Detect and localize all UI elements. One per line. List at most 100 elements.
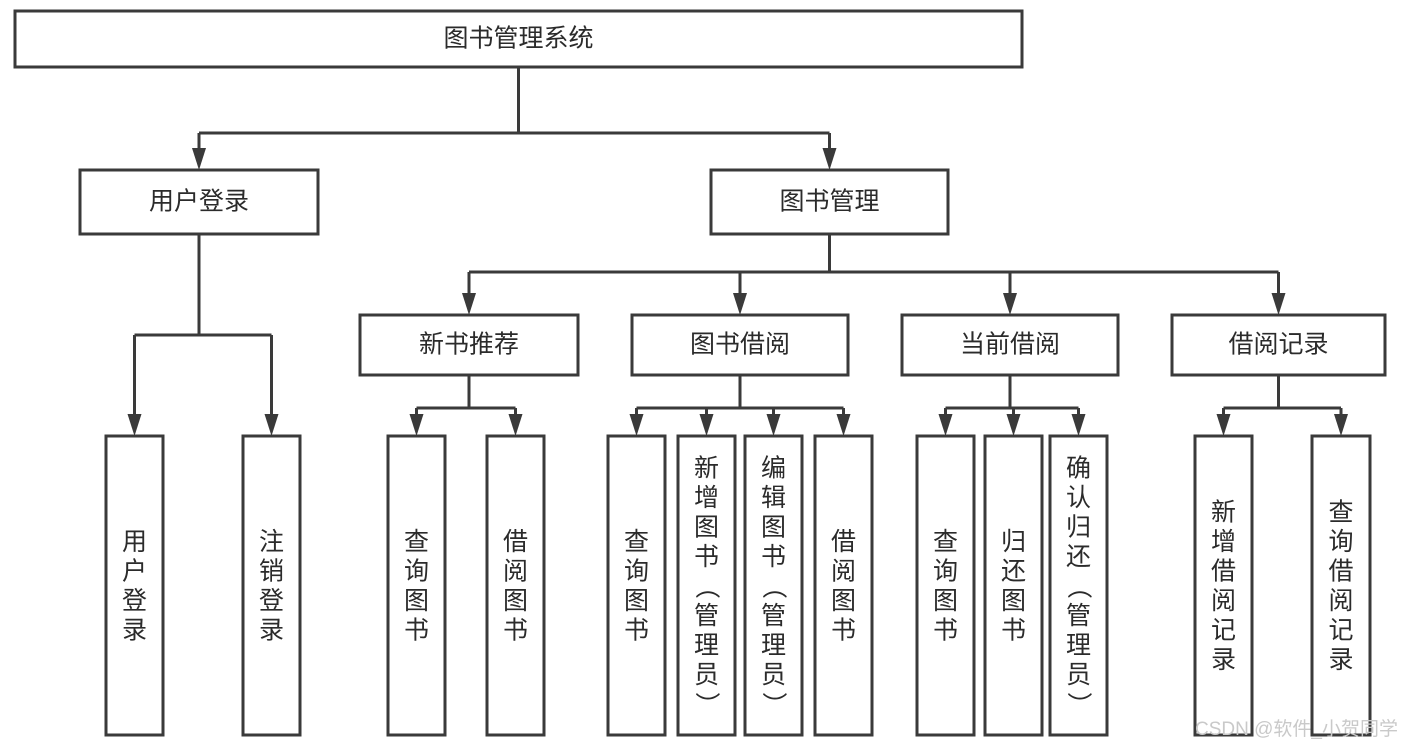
svg-text:询: 询 <box>933 558 958 586</box>
node-borrow-record[interactable]: 借阅记录 <box>1170 313 1387 377</box>
svg-text:登: 登 <box>259 587 284 615</box>
connector-book-borrow-to-leaf-add-book <box>699 408 714 436</box>
svg-text:理: 理 <box>694 631 719 659</box>
node-label: 图书借阅 <box>690 331 790 359</box>
svg-text:（: （ <box>1065 574 1093 599</box>
connector-group-root <box>199 67 830 135</box>
node-user-login[interactable]: 用户登录 <box>78 168 320 236</box>
node-leaf-user-login[interactable]: 用户登录 <box>104 434 165 737</box>
svg-text:借: 借 <box>1328 558 1353 586</box>
svg-text:认: 认 <box>1066 484 1091 512</box>
svg-text:员: 员 <box>694 661 719 689</box>
svg-text:管: 管 <box>1066 602 1091 630</box>
svg-text:查: 查 <box>624 528 649 556</box>
svg-text:图: 图 <box>694 513 719 541</box>
svg-text:编: 编 <box>761 454 786 482</box>
connector-group-book-borrow <box>636 375 844 410</box>
svg-text:管: 管 <box>694 602 719 630</box>
svg-text:员: 员 <box>761 661 786 689</box>
connector-group-borrow-record <box>1223 375 1341 410</box>
connector-borrow-record-to-leaf-query-borrow-record <box>1334 408 1348 436</box>
svg-text:归: 归 <box>1001 528 1026 556</box>
node-label: 新书推荐 <box>419 331 519 359</box>
svg-text:询: 询 <box>624 558 649 586</box>
svg-text:图: 图 <box>761 513 786 541</box>
node-root[interactable]: 图书管理系统 <box>13 9 1024 69</box>
svg-text:管: 管 <box>761 602 786 630</box>
svg-text:图: 图 <box>933 587 958 615</box>
node-book-manage[interactable]: 图书管理 <box>709 168 950 236</box>
svg-text:归: 归 <box>1066 513 1091 541</box>
connector-book-manage-to-current-borrow <box>1003 272 1017 315</box>
svg-text:查: 查 <box>1328 499 1353 527</box>
svg-text:增: 增 <box>694 484 719 512</box>
connector-book-manage-to-new-book-recommend <box>462 272 476 315</box>
connector-group-book-manage <box>469 234 1279 274</box>
svg-text:借: 借 <box>1211 558 1236 586</box>
node-book-borrow[interactable]: 图书借阅 <box>630 313 850 377</box>
svg-text:阅: 阅 <box>1211 587 1236 615</box>
svg-text:记: 记 <box>1211 617 1236 645</box>
node-label: 当前借阅 <box>960 331 1060 359</box>
svg-text:登: 登 <box>122 587 147 615</box>
connector-current-borrow-to-leaf-query-book-current <box>938 408 953 436</box>
svg-text:）: ） <box>760 692 788 717</box>
connector-group-new-book-recommend <box>416 375 516 410</box>
connector-root-to-user-login <box>192 133 206 170</box>
node-new-book-recommend[interactable]: 新书推荐 <box>358 313 580 377</box>
connector-group-user-login <box>134 234 272 337</box>
svg-text:图: 图 <box>404 587 429 615</box>
connector-book-borrow-to-leaf-borrow-book <box>836 408 851 436</box>
node-current-borrow[interactable]: 当前借阅 <box>900 313 1120 377</box>
svg-text:查: 查 <box>404 528 429 556</box>
svg-text:辑: 辑 <box>761 484 786 512</box>
svg-text:阅: 阅 <box>503 558 528 586</box>
csdn-watermark: CSDN @软件_小贺同学 <box>1195 718 1398 740</box>
svg-text:员: 员 <box>1066 661 1091 689</box>
svg-text:新: 新 <box>694 454 719 482</box>
svg-text:记: 记 <box>1328 617 1353 645</box>
svg-text:书: 书 <box>624 617 649 645</box>
svg-text:录: 录 <box>259 617 284 645</box>
connector-book-borrow-to-leaf-query-book-borrow <box>629 408 644 436</box>
connector-current-borrow-to-leaf-confirm-return <box>1071 408 1086 436</box>
svg-text:确: 确 <box>1066 454 1091 482</box>
node-layer: 图书管理系统用户登录图书管理新书推荐图书借阅当前借阅借阅记录用户登录注销登录查询… <box>13 9 1387 737</box>
connector-book-manage-to-borrow-record <box>1271 272 1286 315</box>
svg-text:询: 询 <box>1328 528 1353 556</box>
svg-text:图: 图 <box>503 587 528 615</box>
svg-text:借: 借 <box>503 528 528 556</box>
svg-text:理: 理 <box>761 631 786 659</box>
svg-text:书: 书 <box>1001 617 1026 645</box>
svg-text:增: 增 <box>1211 528 1236 556</box>
svg-text:书: 书 <box>694 543 719 571</box>
connector-book-manage-to-book-borrow <box>733 272 747 315</box>
svg-text:查: 查 <box>933 528 958 556</box>
svg-text:）: ） <box>1065 692 1093 717</box>
connector-new-book-recommend-to-leaf-borrow-book-recommend <box>508 408 523 436</box>
svg-text:书: 书 <box>761 543 786 571</box>
